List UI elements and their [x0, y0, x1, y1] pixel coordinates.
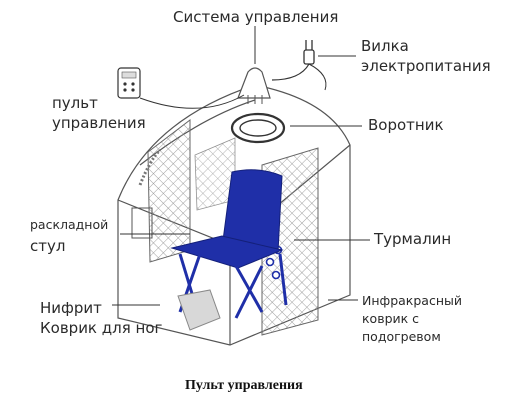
remote-cable	[139, 94, 245, 109]
control-box	[237, 67, 271, 104]
label-collar: Воротник	[368, 116, 444, 134]
power-plug	[303, 40, 315, 65]
label-remote-line1: пульт	[52, 94, 98, 112]
label-ir-line1: Инфракрасный	[362, 293, 462, 308]
label-tourmaline: Турмалин	[374, 230, 452, 248]
label-control-system: Система управления	[173, 8, 339, 26]
label-chair-line1: раскладной	[30, 217, 109, 232]
label-ir-line2: коврик с	[362, 311, 420, 326]
label-nephrite-line1: Нифрит	[40, 299, 102, 317]
leader-lines	[112, 26, 370, 306]
label-plug-line2: электропитания	[361, 57, 491, 75]
side-strip	[138, 148, 162, 186]
label-remote-line2: управления	[52, 114, 146, 132]
remote-device	[117, 67, 141, 99]
label-plug-line1: Вилка	[361, 37, 409, 55]
foot-mat	[177, 289, 221, 331]
power-cable	[271, 63, 310, 81]
label-nephrite-line2: Коврик для ног	[40, 319, 163, 337]
label-chair-line2: стул	[30, 237, 66, 255]
side-panel	[131, 207, 153, 239]
folding-chair	[170, 169, 288, 321]
infrared-panels	[147, 118, 319, 336]
collar-ring	[230, 112, 286, 144]
label-ir-line3: подогревом	[362, 329, 441, 344]
figure-caption: Пульт управления	[185, 378, 303, 393]
